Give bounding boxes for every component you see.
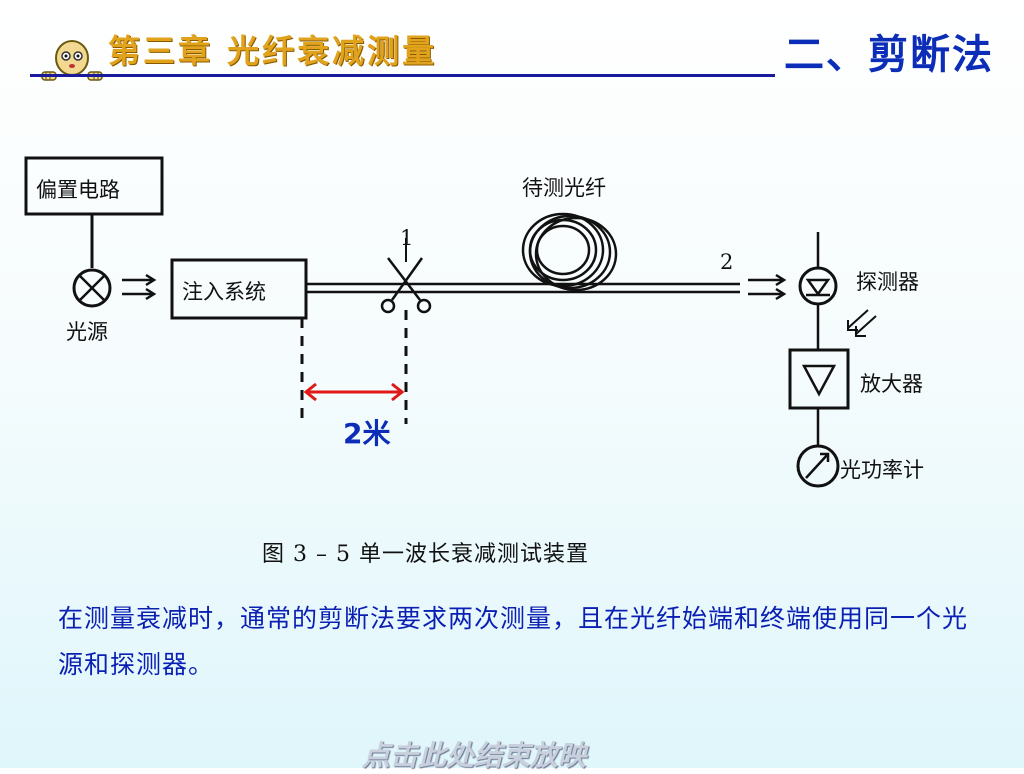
injection-system-label: 注入系统 — [182, 280, 266, 304]
source-arrows-icon — [122, 273, 157, 301]
fiber-under-test-label: 待测光纤 — [522, 176, 606, 200]
length-arrow — [303, 382, 405, 402]
detector-icon — [798, 266, 838, 306]
amplifier-label: 放大器 — [860, 372, 923, 396]
chapter-title: 第三章 光纤衰减测量 — [108, 32, 438, 70]
end-slideshow-link[interactable]: 点击此处结束放映 — [362, 739, 587, 772]
fiber-coil-icon — [521, 212, 618, 292]
bias-circuit-label: 偏置电路 — [36, 178, 120, 202]
output-arrows-icon — [748, 273, 787, 301]
power-meter-label: 光功率计 — [840, 458, 924, 482]
bias-circuit-box — [24, 156, 164, 216]
cut-length-label: 2米 — [343, 417, 391, 450]
power-meter-icon — [796, 444, 840, 488]
description-text: 在测量衰减时，通常的剪断法要求两次测量，且在光纤始端和终端使用同一个光源和探测器… — [58, 604, 969, 679]
section-title: 二、剪断法 — [784, 32, 994, 78]
figure-caption: 图 3 – 5 单一波长衰减测试装置 — [262, 542, 589, 567]
injection-system-box — [170, 258, 308, 320]
amplifier-icon — [801, 364, 837, 397]
ambient-light-icon — [847, 309, 877, 337]
scissors-icon — [380, 257, 432, 314]
detector-label: 探测器 — [856, 270, 919, 294]
light-source-icon — [72, 268, 112, 308]
cut-point-2-label: 2 — [720, 250, 734, 274]
header-divider — [30, 74, 775, 77]
amplifier-box — [788, 348, 850, 410]
cut-point-1-label: 1 — [400, 226, 414, 250]
light-source-label: 光源 — [66, 320, 108, 344]
